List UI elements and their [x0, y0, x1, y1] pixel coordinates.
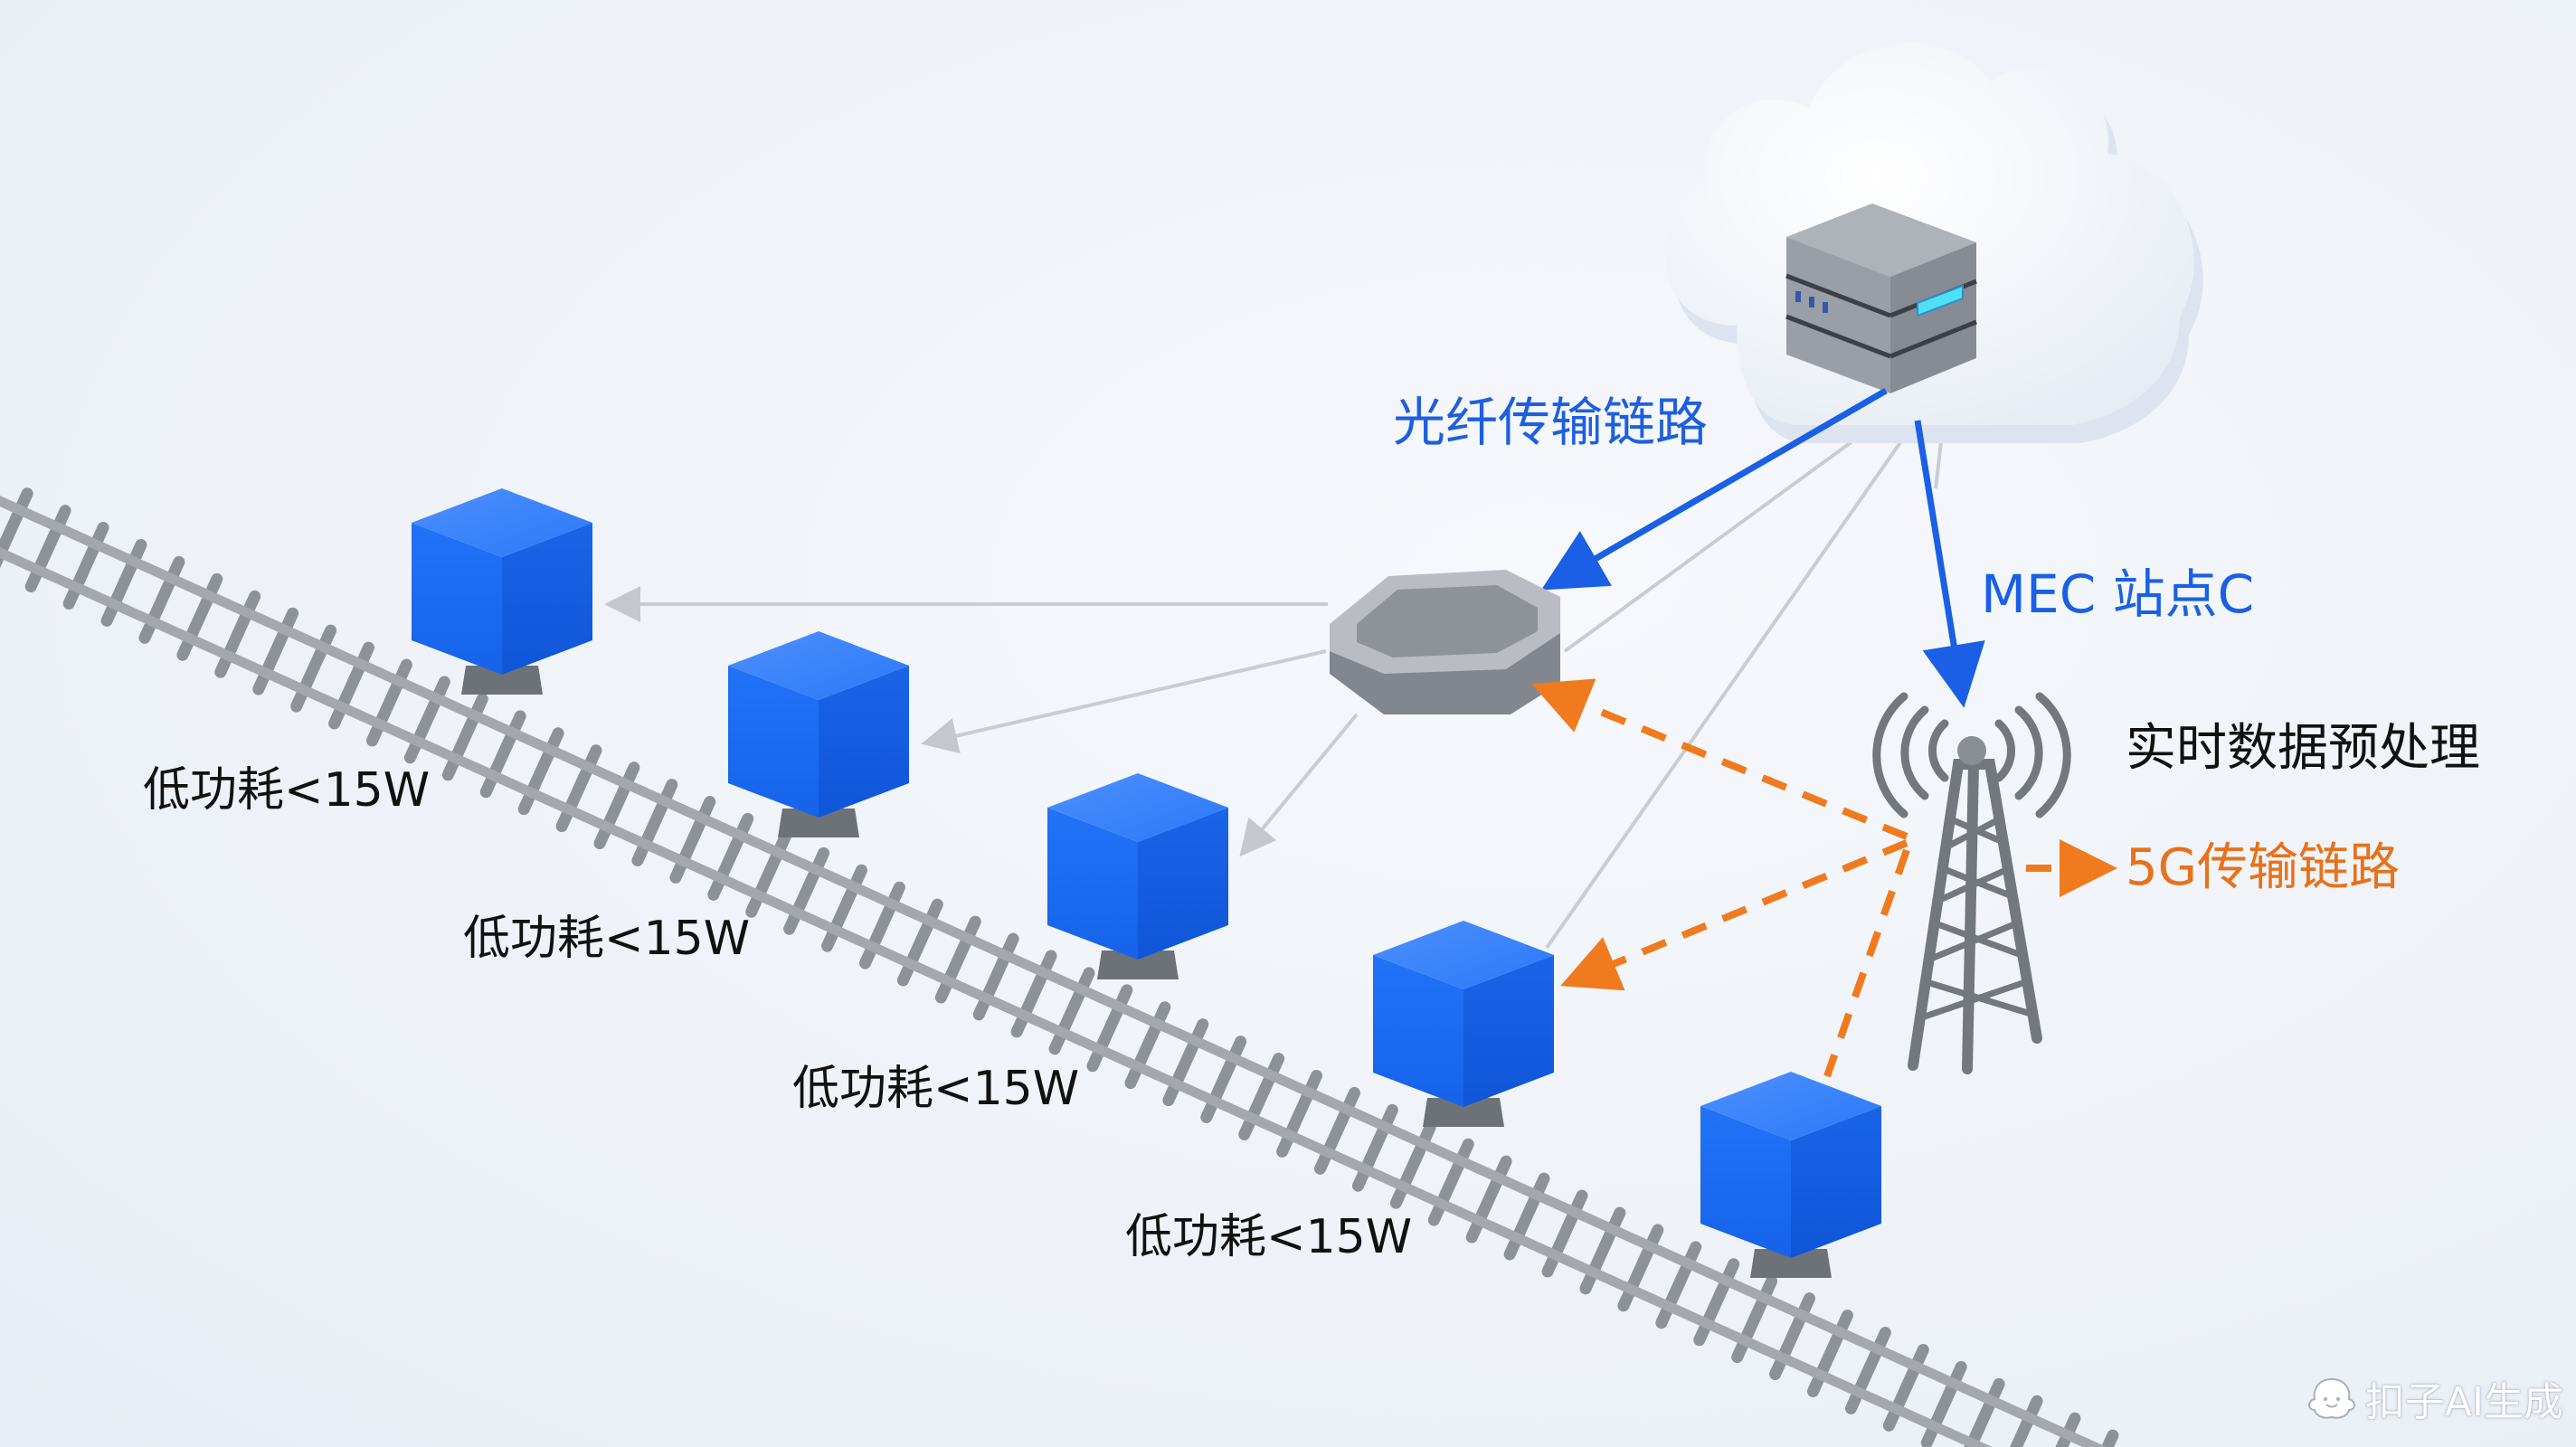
railway-track — [0, 487, 2119, 1447]
sensor-cube-4 — [1373, 921, 1554, 1127]
sensor-cube-2 — [728, 631, 909, 837]
fiber-links — [1540, 387, 1985, 708]
5g-tower-icon — [1872, 692, 2071, 1074]
power-label-2: 低功耗<15W — [463, 912, 751, 966]
sensor-cube-3 — [1047, 773, 1228, 979]
link-cloud-sensor-4 — [1545, 410, 1924, 950]
server-stack-icon — [1785, 203, 1977, 393]
5g-link-tower-sensor-4 — [1560, 839, 1908, 991]
5g-link-label: 5G传输链路 — [2126, 838, 2401, 897]
rail — [0, 547, 1993, 1447]
5g-link-tower-sensor-5 — [1823, 848, 1910, 1078]
link-hub-sensor-3 — [1239, 713, 1359, 857]
fiber-link-cloud-tower — [1914, 420, 1985, 708]
aggregation-hub-icon — [1330, 570, 1560, 714]
fiber-link-cloud-hub — [1540, 387, 1888, 591]
link-cloud-hub — [1563, 405, 1901, 653]
watermark-text: 扣子AI生成 — [2364, 1379, 2563, 1425]
power-label-1: 低功耗<15W — [143, 763, 431, 818]
power-label-4: 低功耗<15W — [1125, 1210, 1413, 1264]
5g-links — [1531, 678, 2117, 1078]
rail — [0, 495, 2107, 1447]
fiber-link-label: 光纤传输链路 — [1393, 392, 1709, 453]
sensor-cube-5 — [1700, 1072, 1881, 1278]
sensor-cubes — [412, 488, 1881, 1278]
mec-site-label: MEC 站点C — [1981, 563, 2255, 625]
power-label-3: 低功耗<15W — [792, 1062, 1080, 1116]
sensor-cube-1 — [412, 488, 592, 695]
mascot-icon — [2307, 1377, 2355, 1419]
local-links — [604, 405, 1946, 950]
preprocess-label: 实时数据预处理 — [2126, 719, 2480, 778]
5g-link-tower-hub — [1531, 678, 1908, 840]
link-hub-sensor-2 — [921, 649, 1327, 754]
watermark: 扣子AI生成 — [2306, 1369, 2563, 1427]
